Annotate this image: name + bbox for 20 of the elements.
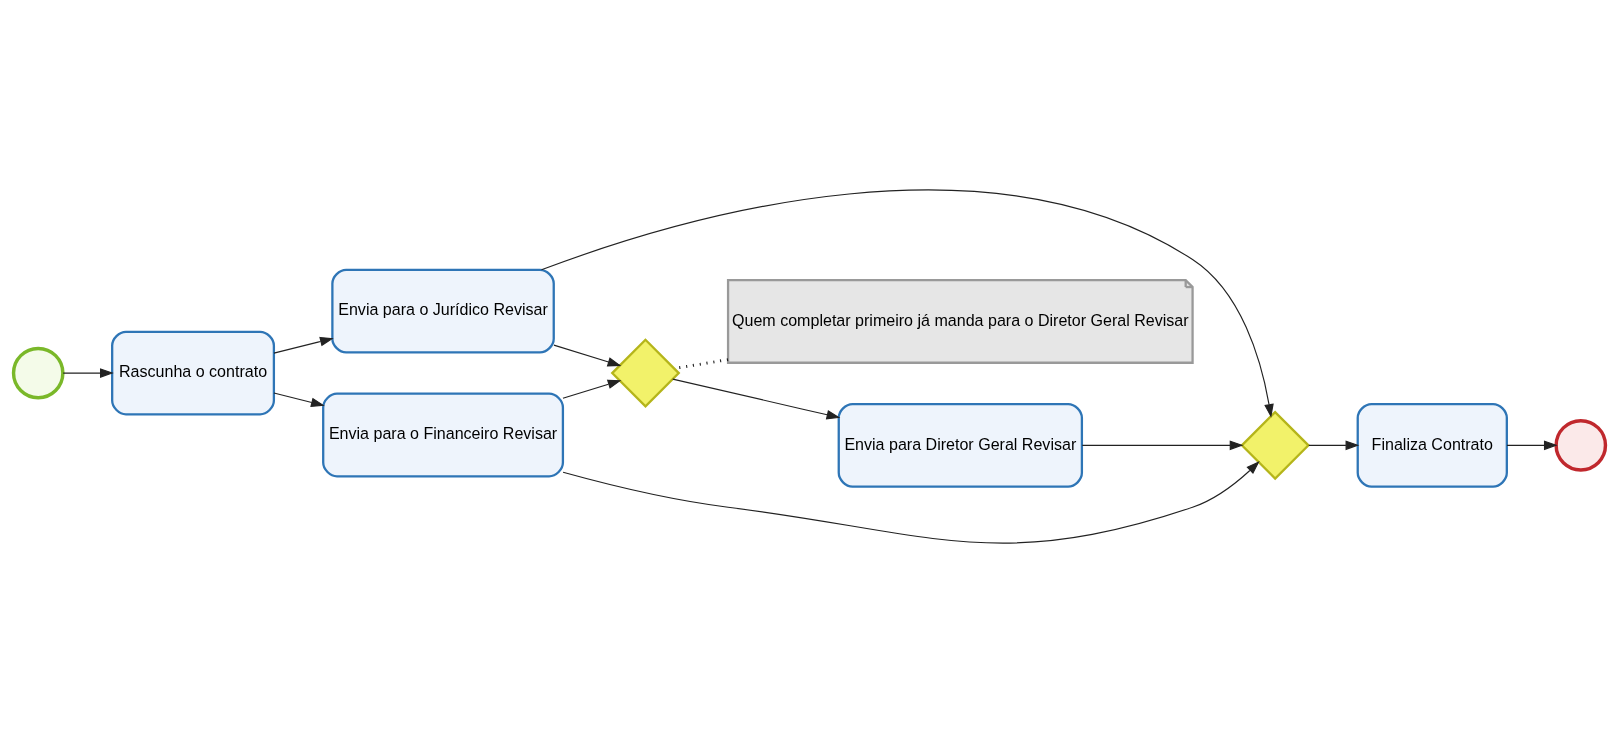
arrow (1308, 440, 1360, 450)
node-box: Finaliza Contrato (1356, 402, 1508, 488)
arrow (672, 378, 841, 419)
arrow (1081, 440, 1244, 450)
node-box: Envia para Diretor Geral Revisar (837, 402, 1084, 488)
node-circle (1554, 418, 1608, 472)
node-box: Envia para o Financeiro Revisar (322, 392, 565, 477)
node-diamond (1240, 409, 1311, 480)
arrow (562, 460, 1260, 544)
node-circle (11, 346, 65, 399)
node-diamond (610, 337, 681, 408)
arrow (540, 189, 1274, 418)
arrow (62, 367, 114, 378)
node-box: Envia para o Jurídico Revisar (331, 268, 555, 354)
arrow (273, 336, 334, 354)
node-box: Rascunha o contrato (111, 330, 276, 415)
arrow (562, 379, 622, 399)
arrow (273, 391, 325, 407)
arrow (1506, 440, 1558, 450)
arrow (553, 344, 622, 366)
